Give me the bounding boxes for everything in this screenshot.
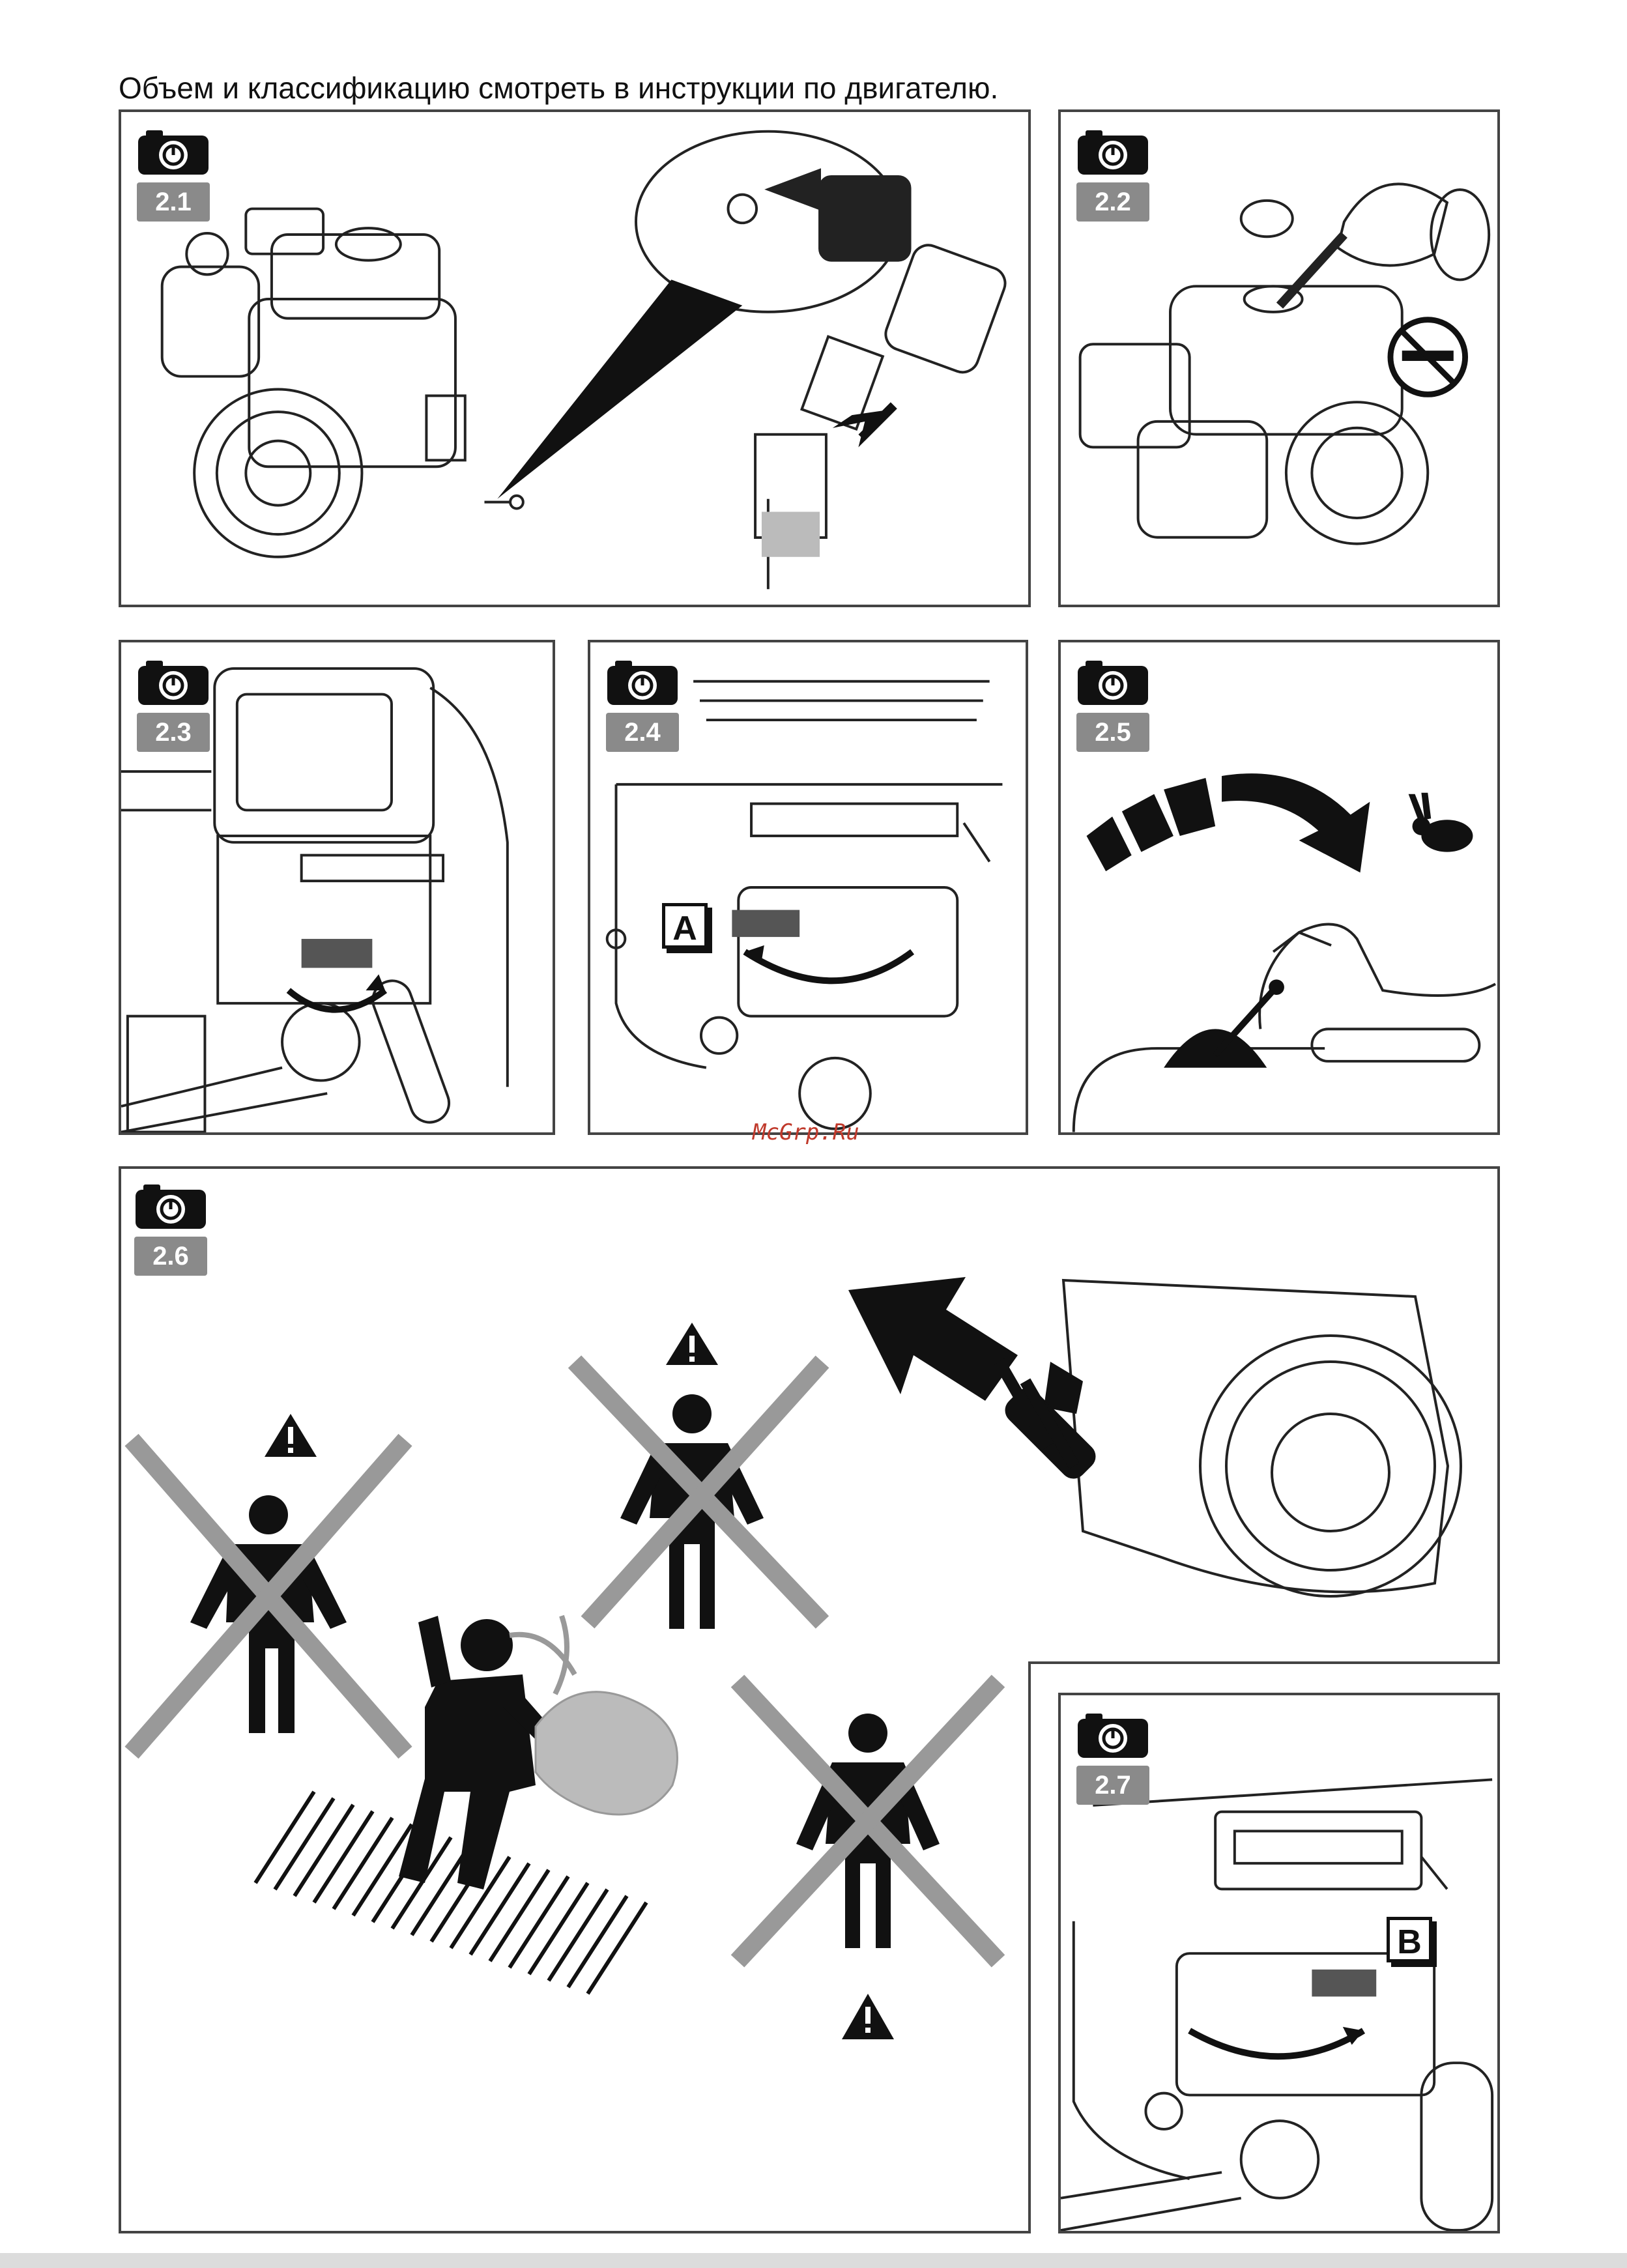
crossed-bystander-right	[738, 1681, 998, 2039]
page-bottom-rule	[0, 2253, 1627, 2268]
figure-2-1: 2.1	[119, 109, 1031, 607]
figure-number: 2.5	[1076, 713, 1149, 752]
page-header-text: Объем и классификацию смотреть в инструк…	[119, 70, 998, 106]
watermark-text: McGrp.Ru	[753, 1119, 859, 1145]
camera-icon	[1076, 1711, 1149, 1759]
figure-badge: 2.6	[134, 1182, 207, 1276]
figure-badge: 2.1	[137, 128, 210, 222]
callout-label-b: B	[1387, 1917, 1432, 1962]
figure-2-2: 2.2	[1058, 109, 1500, 607]
no-smoking-icon	[1390, 320, 1465, 395]
figure-badge: 2.3	[137, 658, 210, 752]
callout-label-a: A	[662, 903, 708, 949]
figure-badge: 2.7	[1076, 1711, 1149, 1805]
figure-2-4: A 2.4	[588, 640, 1028, 1135]
figure-number: 2.6	[134, 1237, 207, 1276]
camera-icon	[137, 658, 210, 706]
rabbit-icon	[1409, 793, 1473, 852]
camera-icon	[1076, 128, 1149, 176]
figure-number: 2.2	[1076, 182, 1149, 222]
figure-number: 2.7	[1076, 1766, 1149, 1805]
figure-number: 2.4	[606, 713, 679, 752]
camera-icon	[134, 1182, 207, 1230]
figure-number: 2.3	[137, 713, 210, 752]
crossed-bystander-top	[575, 1323, 822, 1629]
figure-badge: 2.2	[1076, 128, 1149, 222]
figure-2-3: 2.3	[119, 640, 555, 1135]
camera-icon	[1076, 658, 1149, 706]
figure-2-5: 2.5	[1058, 640, 1500, 1135]
camera-icon	[606, 658, 679, 706]
figure-number: 2.1	[137, 182, 210, 222]
camera-icon	[137, 128, 210, 176]
crossed-bystander-left	[132, 1414, 405, 1753]
figure-badge: 2.4	[606, 658, 679, 752]
figure-badge: 2.5	[1076, 658, 1149, 752]
figure-2-7: B 2.7	[1058, 1693, 1500, 2233]
engine-oil-fill-illustration	[121, 112, 1028, 605]
